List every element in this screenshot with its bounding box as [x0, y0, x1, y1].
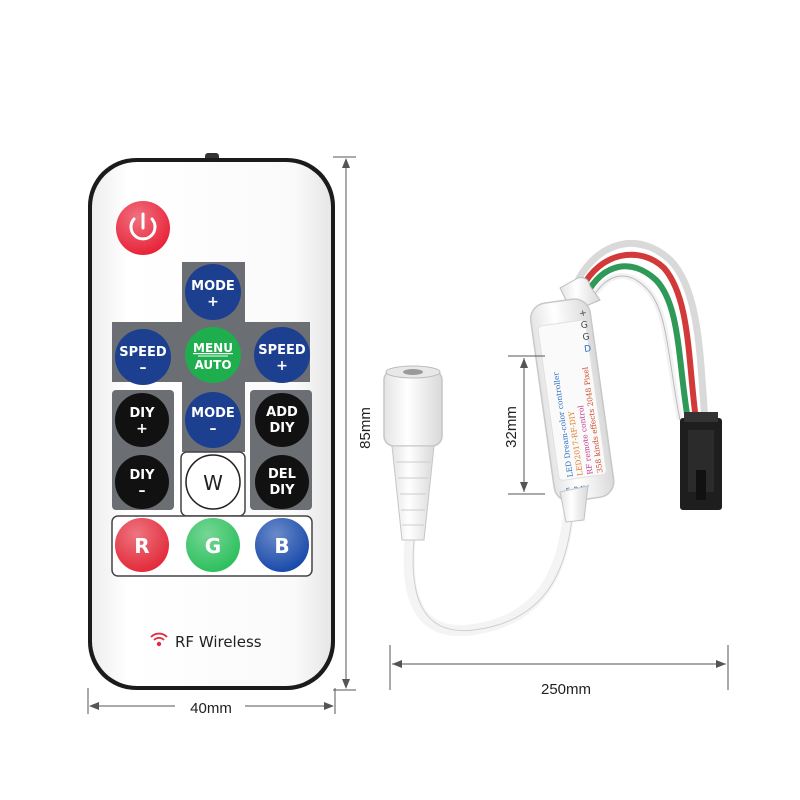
rf-wireless-label: RF Wireless [175, 633, 262, 651]
diy-plus-label-1: DIY [129, 406, 155, 421]
cable-length-dimension: 250mm [389, 645, 729, 698]
wireless-icon [156, 641, 162, 647]
white-button-label: W [203, 471, 223, 495]
blue-button[interactable]: B [255, 518, 309, 572]
rf-wireless-logo: RF Wireless [150, 632, 262, 651]
pin-label-plus: + [579, 308, 588, 319]
controller-body: LED Dream-color controller LED2017-RF-DI… [529, 298, 615, 503]
diy-plus-label-2: + [136, 421, 148, 437]
remote-width-dimension: 40mm [87, 688, 336, 717]
remote-height-dimension: 85mm [333, 156, 378, 691]
remote-width-label: 40mm [190, 700, 232, 717]
controller-height-label: 32mm [503, 406, 520, 448]
green-button[interactable]: G [186, 518, 240, 572]
led-controller: LED Dream-color controller LED2017-RF-DI… [383, 239, 722, 637]
mode-plus-button[interactable]: MODE + [185, 264, 241, 320]
red-button-label: R [134, 534, 149, 558]
cable-length-label: 250mm [541, 681, 591, 698]
diy-minus-label-1: DIY [129, 468, 155, 483]
mode-plus-label-2: + [207, 294, 219, 310]
mode-minus-label-1: MODE [191, 406, 235, 421]
mode-minus-label-2: – [210, 421, 217, 437]
add-diy-label-1: ADD [266, 405, 298, 420]
auto-label: AUTO [194, 358, 231, 372]
diy-minus-button[interactable]: DIY – [115, 455, 169, 509]
speed-plus-label-1: SPEED [258, 343, 306, 358]
add-diy-button[interactable]: ADD DIY [255, 393, 309, 447]
speed-minus-label-1: SPEED [119, 345, 167, 360]
speed-plus-button[interactable]: SPEED + [254, 327, 310, 383]
controller-height-dimension: 32mm [500, 355, 545, 495]
speed-plus-label-2: + [276, 358, 288, 374]
del-diy-button[interactable]: DEL DIY [255, 455, 309, 509]
power-cable [403, 499, 576, 637]
remote-height-label: 85mm [357, 407, 374, 449]
green-button-label: G [205, 534, 221, 558]
pin-label-g2: G [582, 332, 590, 343]
remote-control: MODE + SPEED – MENU AUTO SPEED + DIY + [88, 153, 335, 690]
output-wires [574, 239, 709, 421]
dc-power-jack [383, 365, 443, 541]
del-diy-label-1: DEL [268, 467, 296, 482]
mode-minus-button[interactable]: MODE – [185, 392, 241, 448]
blue-button-label: B [274, 534, 289, 558]
white-button[interactable]: W [185, 454, 241, 510]
diy-minus-label-2: – [139, 483, 146, 499]
power-icon [129, 217, 157, 241]
pin-label-d: D [584, 344, 592, 355]
diy-plus-button[interactable]: DIY + [115, 393, 169, 447]
pin-label-g1: G [580, 320, 588, 331]
speed-minus-label-2: – [140, 360, 147, 376]
del-diy-label-2: DIY [269, 483, 295, 498]
jst-connector [680, 412, 722, 510]
red-button[interactable]: R [115, 518, 169, 572]
power-button[interactable] [116, 201, 170, 255]
speed-minus-button[interactable]: SPEED – [115, 329, 171, 385]
menu-auto-button[interactable]: MENU AUTO [185, 327, 241, 383]
mode-plus-label-1: MODE [191, 279, 235, 294]
add-diy-label-2: DIY [269, 421, 295, 436]
menu-label: MENU [193, 341, 233, 355]
